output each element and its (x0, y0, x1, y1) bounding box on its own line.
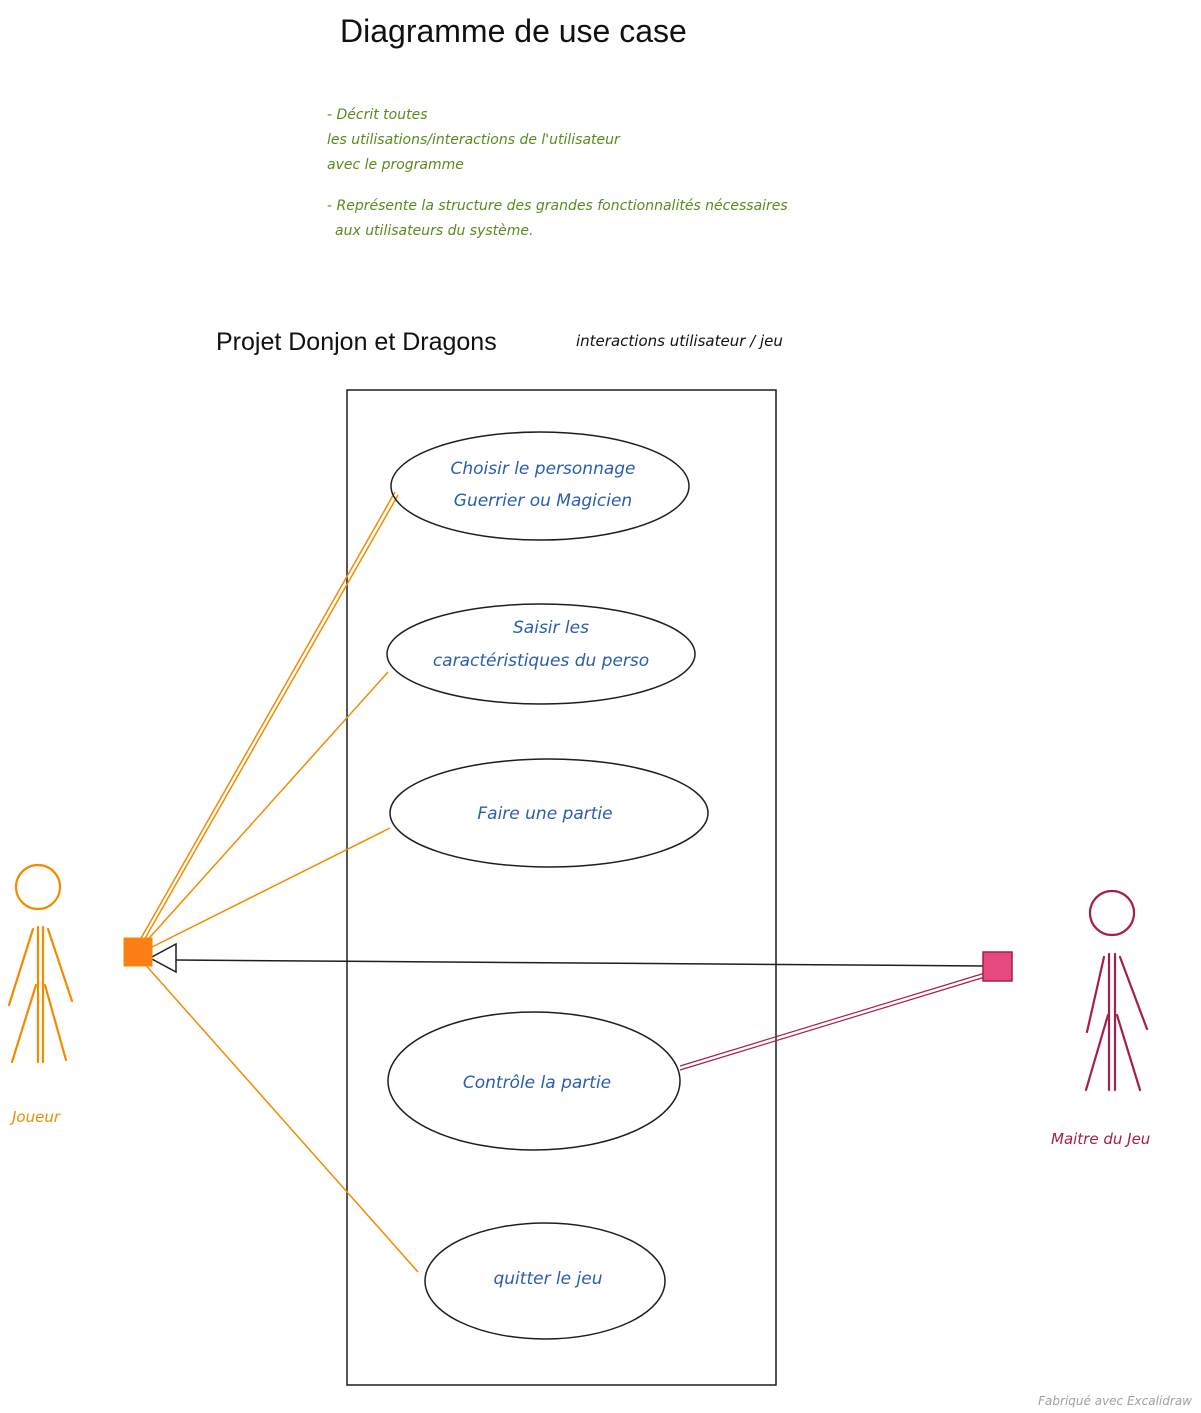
player-connector (123, 937, 153, 967)
system-name: Projet Donjon et Dragons (216, 328, 497, 356)
use-case-label: Guerrier ou Magicien (454, 491, 632, 511)
association-line (139, 491, 396, 941)
actor-head (14, 863, 62, 911)
actor-leg (10, 983, 38, 1064)
system-subtitle: interactions utilisateur / jeu (576, 332, 783, 350)
use-case-play-game: Faire une partie (389, 758, 709, 868)
use-case-label: quitter le jeu (493, 1269, 602, 1289)
actor-arm (46, 927, 74, 1003)
generalization-arrow (148, 942, 986, 974)
actor-arm (7, 927, 35, 1007)
actor-head (1088, 889, 1136, 937)
association-line (142, 961, 419, 1273)
note-line: aux utilisateurs du système. (335, 223, 533, 239)
game-master-actor-icon (1084, 889, 1149, 1092)
actor-leg (43, 983, 68, 1062)
note-line: - Décrit toutes (327, 107, 428, 123)
use-case-ellipse (389, 758, 709, 868)
player-actor-icon (7, 863, 74, 1064)
use-case-ellipse (390, 431, 690, 541)
game-master-actor-label: Maitre du Jeu (1051, 1130, 1150, 1148)
diagram-title: Diagramme de use case (340, 13, 687, 49)
use-case-ellipse (424, 1222, 666, 1340)
use-case-quit-game: quitter le jeu (424, 1222, 666, 1340)
arrow-head-icon (148, 942, 177, 974)
association-line (142, 494, 399, 943)
use-case-ellipse (386, 603, 696, 705)
association-line (149, 827, 391, 949)
actor-leg (1084, 1013, 1110, 1092)
note-line: - Représente la structure des grandes fo… (327, 198, 788, 214)
use-case-label: Faire une partie (477, 804, 612, 824)
association-line (679, 976, 986, 1071)
actor-arm (1085, 955, 1106, 1034)
use-case-control-game: Contrôle la partie (387, 1011, 681, 1151)
game-master-connector (982, 951, 1013, 982)
note-line: les utilisations/interactions de l'utili… (327, 132, 621, 148)
system-boundary (346, 389, 777, 1386)
use-case-choose-character: Choisir le personnage Guerrier ou Magici… (390, 431, 690, 541)
player-associations (139, 491, 419, 1273)
use-case-label: caractéristiques du perso (433, 651, 649, 671)
use-case-label: Saisir les (513, 618, 589, 638)
game-master-association (679, 972, 986, 1071)
player-actor-label: Joueur (9, 1108, 61, 1126)
note-line: avec le programme (327, 157, 464, 173)
watermark: Fabriqué avec Excalidraw (1038, 1394, 1192, 1408)
use-case-label: Choisir le personnage (450, 459, 635, 479)
arrow-line (175, 959, 986, 967)
use-case-enter-stats: Saisir les caractéristiques du perso (386, 603, 696, 705)
actor-leg (1115, 1013, 1142, 1092)
use-case-ellipse (387, 1011, 681, 1151)
association-line (679, 972, 986, 1067)
use-case-label: Contrôle la partie (463, 1073, 611, 1093)
association-line (142, 671, 389, 946)
description-notes: - Décrit toutes les utilisations/interac… (327, 107, 788, 239)
actor-arm (1118, 955, 1149, 1031)
